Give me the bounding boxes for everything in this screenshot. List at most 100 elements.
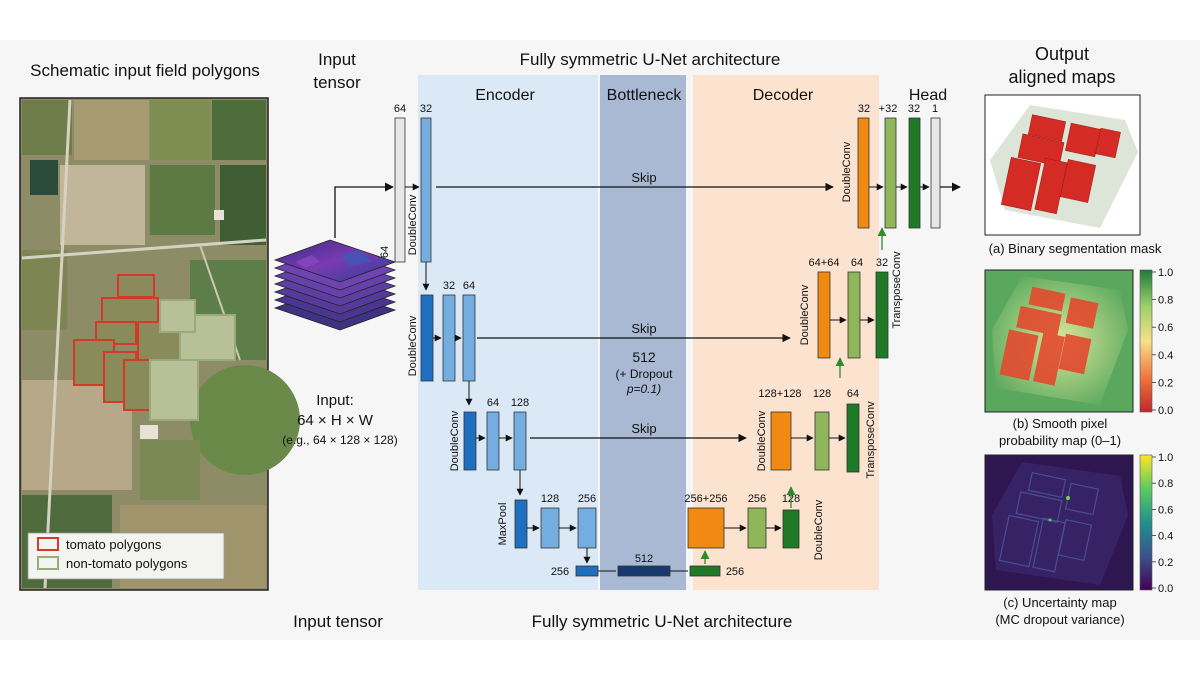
enc1-input-channels: 64 (394, 103, 406, 115)
bottleneck-title: Bottleneck (607, 87, 683, 104)
dec2-transposeconv-label: TransposeConv (891, 251, 903, 329)
decoder-title: Decoder (753, 87, 814, 104)
probability-colorbar-tick-label: 0.0 (1158, 405, 1173, 417)
dec3-channels-c: 64 (847, 388, 859, 400)
uncertainty-colorbar-tick-label: 0.4 (1158, 531, 1173, 543)
architecture-bottom-caption: Fully symmetric U-Net architecture (532, 612, 793, 631)
enc2-bar-a (442, 294, 456, 382)
binary-mask-caption: (a) Binary segmentation mask (989, 241, 1162, 256)
dec1-concat-bar (857, 117, 870, 229)
dec1-doubleconv-label: DoubleConv (841, 141, 853, 202)
enc3-doubleconv-bar (463, 411, 477, 471)
dec1-channels-plus: +32 (879, 103, 898, 115)
dec4-doubleconv-label: DoubleConv (813, 499, 825, 560)
dec3-bar-b (814, 411, 830, 471)
binary-mask-panel (984, 94, 1141, 236)
bottleneck-info-line1: 512 (632, 349, 656, 365)
enc1-output-channels: 32 (420, 103, 432, 115)
skip-label-1: Skip (631, 170, 656, 185)
input-channel-bar (394, 117, 406, 263)
architecture-title: Fully symmetric U-Net architecture (520, 50, 781, 69)
non-tomato-legend-label: non-tomato polygons (66, 556, 188, 571)
dec3-transposeconv-label: TransposeConv (865, 401, 877, 479)
enc4-channels-b: 256 (578, 493, 596, 505)
enc2-channels-b: 64 (463, 280, 475, 292)
dec3-transposeconv-bar (846, 403, 860, 473)
bottleneck-info-line2: (+ Dropout (615, 367, 673, 381)
probability-map-panel (984, 269, 1134, 413)
uncertainty-colorbar (1139, 454, 1153, 591)
skip-label-2: Skip (631, 321, 656, 336)
uncertainty-colorbar-tick-label: 0.2 (1158, 557, 1173, 569)
dec2-channels-a: 64+64 (809, 257, 840, 269)
enc3-bar-a (486, 411, 500, 471)
dec2-concat-bar (817, 271, 831, 359)
probability-colorbar-tick-label: 1.0 (1158, 267, 1173, 279)
enc4-bar-b (577, 507, 597, 549)
probability-caption-line2: probability map (0–1) (999, 433, 1121, 448)
probability-colorbar (1139, 269, 1153, 413)
dec2-channels-c: 32 (876, 257, 888, 269)
bottom-right-channels: 256 (726, 566, 744, 578)
head-output-bar (930, 117, 941, 229)
uncertainty-caption-line2: (MC dropout variance) (995, 612, 1124, 627)
probability-colorbar-tick-label: 0.4 (1158, 350, 1173, 362)
left-panel-title: Schematic input field polygons (30, 61, 260, 80)
enc4-maxpool-bar (514, 499, 528, 549)
dec3-channels-a: 128+128 (758, 388, 801, 400)
bottom-dec-bar (689, 565, 721, 577)
enc3-bar-b (513, 411, 527, 471)
bottleneck-region (600, 75, 686, 590)
output-title-line1: Output (1035, 44, 1089, 64)
enc4-channels-a: 128 (541, 493, 559, 505)
enc1-side-channels: 64 (379, 246, 391, 258)
bottom-middle-channels: 512 (635, 553, 653, 565)
head-conv-bar (908, 117, 921, 229)
enc1-doubleconv-bar (420, 117, 432, 263)
input-label-line1: Input: (316, 392, 354, 409)
uncertainty-colorbar-ticks: 1.00.80.60.40.20.0 (1152, 452, 1173, 595)
encoder-title: Encoder (475, 87, 535, 104)
probability-colorbar-tick-label: 0.8 (1158, 295, 1173, 307)
dec3-doubleconv-label: DoubleConv (756, 410, 768, 471)
bottom-enc-bar (575, 565, 599, 577)
dec2-transposeconv-bar (875, 271, 889, 359)
probability-colorbar-tick-label: 0.6 (1158, 322, 1173, 334)
uncertainty-colorbar-tick-label: 0.0 (1158, 583, 1173, 595)
input-bottom-caption: Input tensor (293, 612, 383, 631)
enc3-channels-a: 64 (487, 397, 499, 409)
input-arrow (334, 182, 394, 238)
enc3-doubleconv-label: DoubleConv (449, 410, 461, 471)
dec2-doubleconv-label: DoubleConv (799, 284, 811, 345)
skip-label-3: Skip (631, 421, 656, 436)
bottom-left-channels: 256 (551, 566, 569, 578)
probability-colorbar-ticks: 1.00.80.60.40.20.0 (1152, 267, 1173, 417)
dec4-concat-bar (687, 507, 725, 549)
enc2-bar-b (462, 294, 476, 382)
dec3-concat-bar (770, 411, 792, 471)
bottleneck-info-line3: p=0.1) (626, 382, 661, 396)
dec4-channels-a: 256+256 (684, 493, 727, 505)
polygon-legend: tomato polygons non-tomato polygons (27, 532, 225, 580)
dec4-doubleconv-bar (782, 509, 800, 549)
dec2-channels-b: 64 (851, 257, 863, 269)
input-label-line2: 64 × H × W (297, 412, 374, 429)
head-title: Head (909, 87, 947, 104)
dec2-bar-b (847, 271, 861, 359)
enc4-maxpool-label: MaxPool (497, 503, 509, 546)
dec4-bar-b (747, 507, 767, 549)
dec1-channels-a: 32 (858, 103, 870, 115)
left-panel: Schematic input field polygons (19, 61, 300, 591)
input-title-line1: Input (318, 50, 356, 69)
dec3-channels-b: 128 (813, 388, 831, 400)
field-satellite-image (19, 97, 300, 591)
enc4-bar-a (540, 507, 560, 549)
input-tensor-stack (273, 239, 397, 331)
enc1-doubleconv-label: DoubleConv (407, 194, 419, 255)
dec4-channels-b: 256 (748, 493, 766, 505)
uncertainty-colorbar-tick-label: 1.0 (1158, 452, 1173, 464)
tomato-legend-label: tomato polygons (66, 537, 162, 552)
uncertainty-map-panel (984, 454, 1134, 591)
enc3-channels-b: 128 (511, 397, 529, 409)
input-title-line2: tensor (313, 73, 361, 92)
